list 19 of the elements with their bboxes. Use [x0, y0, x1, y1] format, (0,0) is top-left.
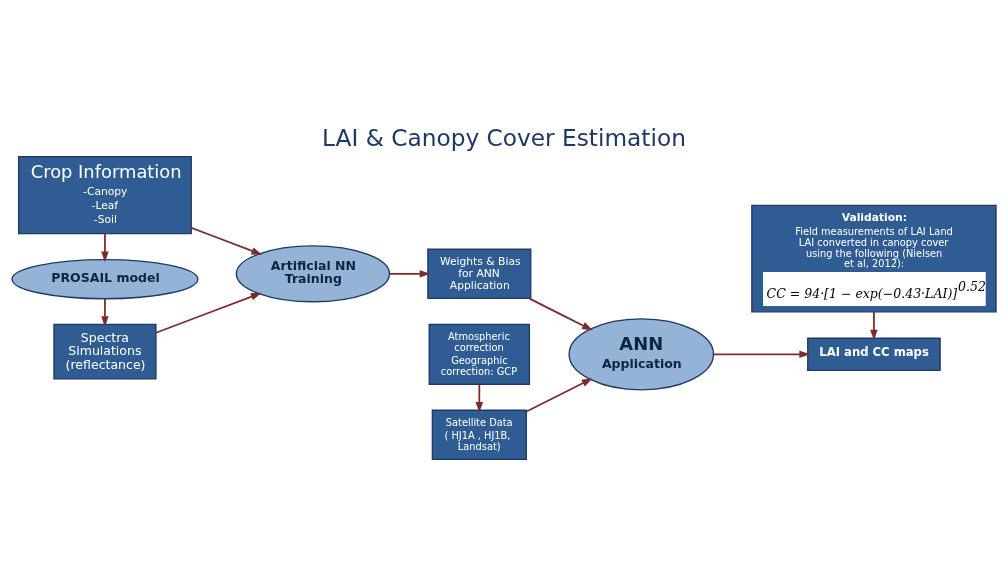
node-ellipse: PROSAIL model — [11, 259, 199, 300]
arrow — [525, 378, 593, 413]
node-box: Spectra Simulations (reflectance) — [53, 323, 157, 380]
arrow — [190, 226, 263, 255]
arrow — [870, 310, 878, 341]
arrow — [101, 232, 109, 263]
diagram-title: LAI & Canopy Cover Estimation — [322, 123, 686, 151]
arrow — [155, 292, 262, 334]
node-box: Satellite Data ( HJ1A , HJ1B, Landsat) — [431, 409, 527, 461]
node-box: LAI and CC maps — [807, 337, 941, 372]
node-box: Weights & Bias for ANN Application — [427, 248, 532, 300]
arrow — [712, 350, 811, 359]
arrow — [388, 270, 431, 278]
arrow — [475, 383, 484, 413]
node-box: Crop Information -Canopy -Leaf -Soil — [17, 156, 192, 235]
arrow — [101, 298, 109, 327]
arrow — [528, 297, 593, 331]
node-ellipse: ANN Application — [568, 318, 715, 391]
node-box: Atmospheric correction Geographic correction: GCP — [428, 323, 531, 385]
